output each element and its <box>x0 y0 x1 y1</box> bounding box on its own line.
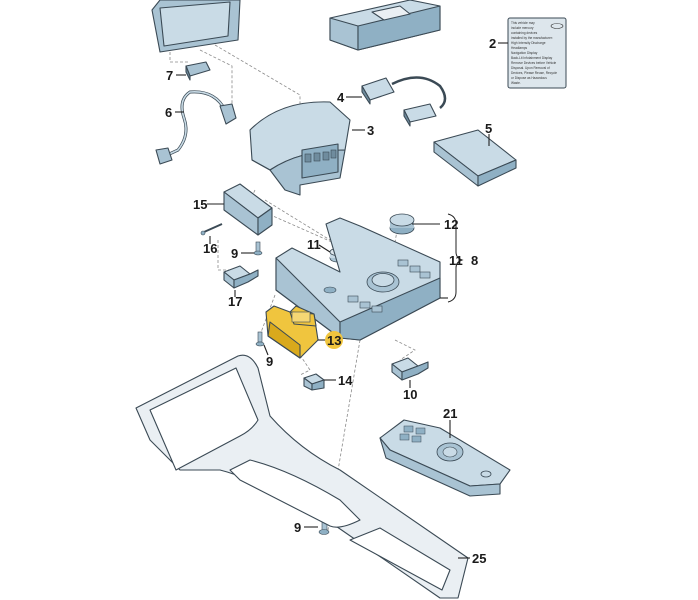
callouts: 2 3 4 5 6 7 8 9 9 9 10 11 11 12 13 14 15… <box>165 36 496 566</box>
part-7-module[interactable] <box>185 61 211 81</box>
callout-9-b[interactable]: 9 <box>266 354 273 369</box>
callout-4[interactable]: 4 <box>337 90 345 105</box>
callout-15[interactable]: 15 <box>193 197 207 212</box>
warning-label-line: containing devices <box>511 31 538 35</box>
part-radio-unit <box>329 0 441 51</box>
part-21-remote[interactable] <box>379 419 511 497</box>
warning-label-line: Waste. <box>511 81 521 85</box>
part-10-bracket[interactable] <box>391 357 429 381</box>
part-17-bracket[interactable] <box>223 265 259 289</box>
callout-9-c[interactable]: 9 <box>294 520 301 535</box>
callout-17[interactable]: 17 <box>228 294 242 309</box>
callout-10[interactable]: 10 <box>403 387 417 402</box>
part-9-screw-a[interactable] <box>253 241 263 256</box>
callout-5[interactable]: 5 <box>485 121 492 136</box>
callout-11-a[interactable]: 11 <box>307 237 321 252</box>
part-9-screw-b[interactable] <box>255 331 265 347</box>
part-8-control-panel[interactable] <box>275 217 441 341</box>
callout-2[interactable]: 2 <box>489 36 496 51</box>
warning-label-line: Back-Lit Infotainment Display <box>511 56 553 60</box>
warning-label-line: Headlamps <box>511 46 528 50</box>
part-6-cable[interactable] <box>155 90 237 165</box>
part-5-module[interactable] <box>433 129 517 187</box>
warning-label-line: installed by the manufacturer: <box>511 36 553 40</box>
leader-lines <box>175 42 508 559</box>
part-14-clip[interactable] <box>303 373 325 391</box>
warning-label-line: Remove Devices before Vehicle <box>511 61 556 65</box>
warning-label-line: include mercury <box>511 26 534 30</box>
callout-25[interactable]: 25 <box>472 551 486 566</box>
warning-label-line: This vehicle may <box>511 21 535 25</box>
warning-label-line: Disposal. Upon Removal of <box>511 66 550 70</box>
part-4-connector[interactable] <box>361 76 447 127</box>
callout-12[interactable]: 12 <box>444 217 458 232</box>
callout-21[interactable]: 21 <box>443 406 457 421</box>
callout-16[interactable]: 16 <box>203 241 217 256</box>
group-bracket-8 <box>447 213 464 303</box>
callout-14[interactable]: 14 <box>338 373 353 388</box>
part-16-screw[interactable] <box>200 223 223 236</box>
part-13-switch-highlighted[interactable] <box>265 305 319 359</box>
part-3-housing[interactable] <box>249 101 351 196</box>
warning-label-line: or Dispose as Hazardous <box>511 76 547 80</box>
callout-8[interactable]: 8 <box>471 253 478 268</box>
part-15-switch[interactable] <box>223 183 273 236</box>
callout-11-b[interactable]: 11 <box>449 253 463 268</box>
part-display-screen <box>151 0 241 53</box>
part-25-trim-panel[interactable] <box>135 354 469 599</box>
warning-label-line: High Intensity Discharge <box>511 41 546 45</box>
warning-label-line: Devices, Please Reuse, Recycle <box>511 71 557 75</box>
part-12-knob[interactable] <box>389 213 415 235</box>
callout-6[interactable]: 6 <box>165 105 172 120</box>
warning-label-line: Navigation Display <box>511 51 538 55</box>
highlight-badge <box>325 331 343 349</box>
callout-7[interactable]: 7 <box>166 68 173 83</box>
callout-9-a[interactable]: 9 <box>231 246 238 261</box>
callout-3[interactable]: 3 <box>367 123 374 138</box>
callout-13[interactable]: 13 <box>327 333 341 348</box>
